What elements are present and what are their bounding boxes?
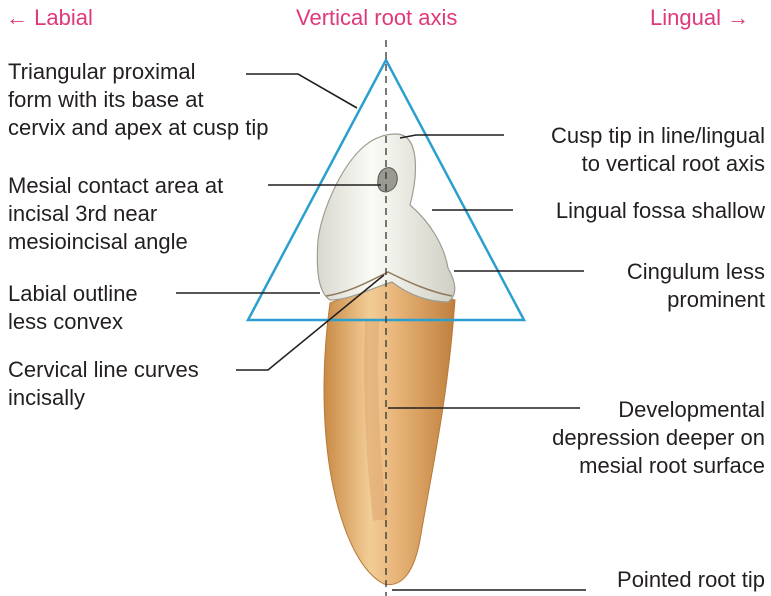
triangular-form-label: Triangular proximal form with its base a…	[8, 58, 268, 142]
mesial-contact-label: Mesial contact area at incisal 3rd near …	[8, 172, 223, 256]
labial-outline-label: Labial outline less convex	[8, 280, 138, 336]
cingulum-label: Cingulum less prominent	[627, 258, 765, 314]
root-tip-label: Pointed root tip	[617, 566, 765, 594]
developmental-depression-label: Developmental depression deeper on mesia…	[552, 396, 765, 480]
crown	[317, 134, 454, 302]
lingual-fossa-label: Lingual fossa shallow	[556, 197, 765, 225]
leader-cusp-tip	[400, 135, 504, 138]
vertical-root-axis-label: Vertical root axis	[296, 4, 457, 32]
cusp-tip-label: Cusp tip in line/lingual to vertical roo…	[551, 122, 765, 178]
cervical-line-label: Cervical line curves incisally	[8, 356, 199, 412]
root	[324, 280, 455, 585]
lingual-direction-label: Lingual →	[650, 4, 749, 32]
labial-direction-label: ← Labial	[6, 4, 93, 32]
